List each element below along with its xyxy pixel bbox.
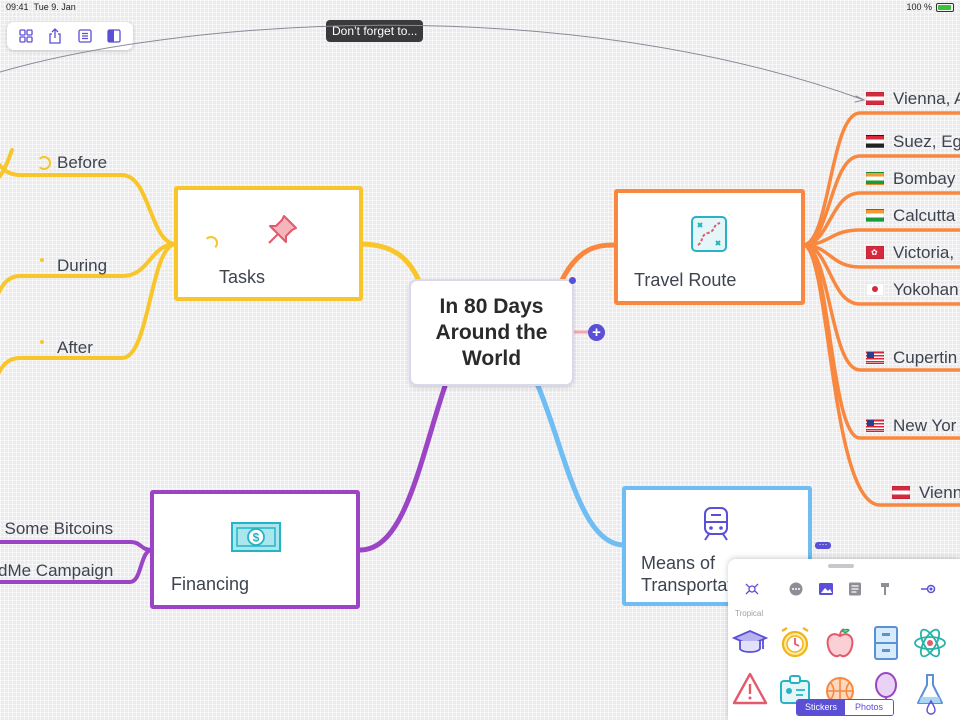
- collapse-dots-icon[interactable]: ···: [815, 540, 831, 549]
- leaf-victoria[interactable]: Victoria,: [866, 243, 954, 263]
- leaf-during-progress-icon: [40, 258, 44, 262]
- leaf-bombay[interactable]: Bombay: [866, 169, 955, 189]
- leaf-after[interactable]: After: [57, 338, 93, 357]
- topic-financing[interactable]: $ Financing: [150, 490, 360, 609]
- toolbar: [7, 22, 133, 50]
- train-icon: [704, 507, 728, 541]
- fill-drop-icon[interactable]: [924, 699, 938, 715]
- flag-austria-icon: [892, 486, 910, 499]
- leaf-yokohama[interactable]: Yokohan: [866, 280, 959, 300]
- map-route-icon: [691, 216, 727, 252]
- pushpin-icon: [268, 215, 297, 244]
- panel-grabber[interactable]: [828, 564, 854, 568]
- flag-india-icon: [866, 172, 884, 185]
- more-icon[interactable]: [784, 577, 808, 601]
- leaf-before[interactable]: Before: [57, 153, 108, 172]
- status-time-date: 09:41 Tue 9. Jan: [6, 2, 76, 12]
- tasks-label: Tasks: [219, 267, 266, 287]
- link-icon[interactable]: [916, 577, 940, 601]
- image-icon[interactable]: [814, 577, 838, 601]
- battery-icon: [936, 3, 954, 12]
- flag-india-icon: [866, 209, 884, 222]
- tasks-progress-icon: [204, 236, 218, 250]
- money-bill-icon: $: [231, 522, 281, 552]
- id-card-icon[interactable]: [775, 669, 815, 709]
- sticker-panel: Tropical: [728, 559, 960, 720]
- basketball-icon[interactable]: [820, 669, 860, 709]
- financing-label: Financing: [171, 574, 250, 594]
- add-topic-button[interactable]: +: [588, 324, 605, 341]
- travel-route-label: Travel Route: [634, 270, 737, 290]
- sticker-photo-toggle: Stickers Photos: [796, 699, 894, 716]
- leaf-before-progress-icon: [37, 156, 51, 170]
- grid-icon[interactable]: [15, 25, 37, 47]
- svg-text:$: $: [253, 531, 260, 545]
- warning-icon[interactable]: [730, 669, 770, 709]
- notes-icon[interactable]: [843, 577, 867, 601]
- flag-usa-icon: [866, 419, 884, 432]
- photos-segment[interactable]: Photos: [845, 700, 893, 715]
- central-line-3: World: [461, 346, 522, 370]
- selection-dot[interactable]: [569, 277, 576, 284]
- status-bar: 09:41 Tue 9. Jan 100 %: [0, 0, 960, 14]
- share-icon[interactable]: [44, 25, 66, 47]
- leaf-bitcoins[interactable]: l Some Bitcoins: [0, 519, 114, 538]
- flag-egypt-icon: [866, 135, 884, 148]
- leaf-vienna-2[interactable]: Vienn: [892, 483, 960, 503]
- flag-japan-icon: [866, 283, 884, 296]
- sticker-icon[interactable]: [740, 577, 764, 601]
- apple-icon[interactable]: [820, 623, 860, 663]
- cabinet-icon[interactable]: [866, 623, 906, 663]
- central-line-1: In 80 Days: [439, 294, 544, 318]
- leaf-cupertino[interactable]: Cupertin: [866, 348, 957, 368]
- outline-icon[interactable]: [74, 25, 96, 47]
- leaf-campaign[interactable]: dMe Campaign: [0, 561, 114, 580]
- flag-austria-icon: [866, 92, 884, 105]
- leaf-new-york[interactable]: New Yor: [866, 416, 956, 436]
- leaf-calcutta[interactable]: Calcutta: [866, 206, 955, 226]
- topic-tasks[interactable]: Tasks: [174, 186, 363, 301]
- relationship-curve: [0, 24, 865, 101]
- battery-level: 100 %: [906, 2, 932, 12]
- alarm-clock-icon[interactable]: [775, 623, 815, 663]
- leaf-after-progress-icon: [40, 340, 44, 344]
- sticker-section-label: Tropical: [735, 609, 764, 618]
- sidebar-icon[interactable]: [103, 25, 125, 47]
- topic-travel-route[interactable]: Travel Route: [614, 189, 805, 305]
- leaf-vienna-1[interactable]: Vienna, A: [866, 89, 960, 109]
- leaf-during[interactable]: During: [57, 256, 108, 275]
- tag-icon[interactable]: [873, 577, 897, 601]
- graduation-cap-icon[interactable]: [730, 623, 770, 663]
- flag-hong-kong-icon: [866, 246, 884, 259]
- panel-tabs: [728, 577, 960, 601]
- leaf-suez[interactable]: Suez, Eg: [866, 132, 960, 152]
- atom-icon[interactable]: [910, 623, 950, 663]
- central-line-2: Around the: [435, 320, 548, 344]
- flag-usa-icon: [866, 351, 884, 364]
- stickers-segment[interactable]: Stickers: [797, 700, 845, 715]
